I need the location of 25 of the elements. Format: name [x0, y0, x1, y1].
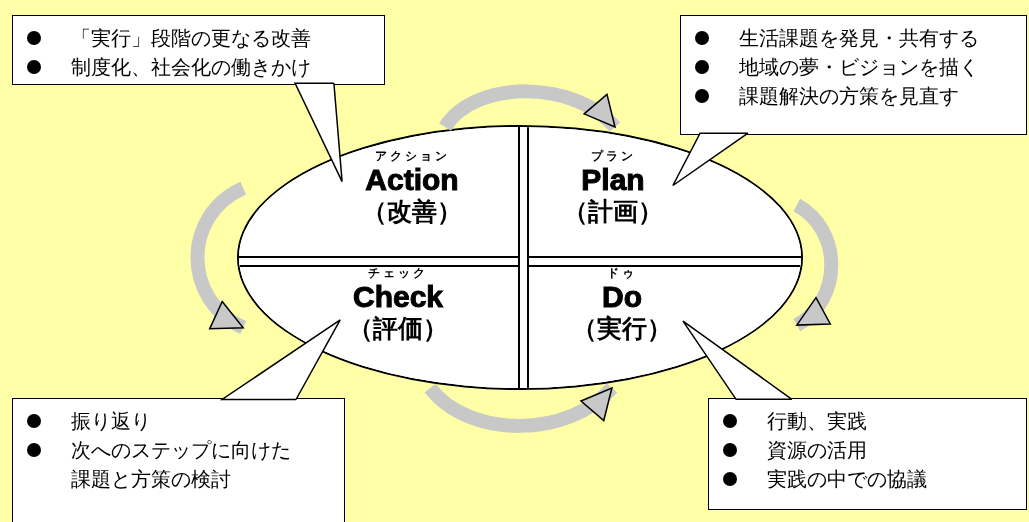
callout-text: 資源の活用 [767, 437, 867, 464]
phase-title: Action [365, 164, 459, 196]
phase-title: Do [602, 281, 642, 313]
phase-subtitle: （計画） [563, 196, 663, 228]
callout-text: 制度化、社会化の働きかけ [71, 54, 311, 81]
cycle-arrow [439, 84, 620, 133]
ruby-text: プラン [590, 148, 636, 164]
callout-text: 振り返り [71, 408, 151, 435]
callout-text: 地域の夢・ビジョンを描く [739, 54, 979, 81]
phase-subtitle: （実行） [572, 313, 672, 345]
phase-title: Check [352, 281, 443, 313]
callout-text: 実践の中での協議 [767, 466, 927, 493]
callout-text: 次へのステップに向けた課題と方策の検討 [71, 437, 292, 493]
callout-text: 行動、実践 [767, 408, 867, 435]
cycle-arrow [190, 182, 247, 334]
callout-text: 課題解決の方策を見直す [739, 83, 959, 110]
callout-text: 生活課題を発見・共有する [739, 25, 979, 52]
cycle-arrow [425, 383, 617, 433]
phase-title: Plan [581, 164, 645, 196]
ruby-text: チェック [368, 265, 428, 281]
ruby-text: ドゥ [607, 265, 637, 281]
ruby-text: アクション [374, 148, 450, 164]
phase-subtitle: （評価） [348, 313, 448, 345]
callout-text: 「実行」段階の更なる改善 [71, 25, 311, 52]
phase-subtitle: （改善） [362, 196, 462, 228]
